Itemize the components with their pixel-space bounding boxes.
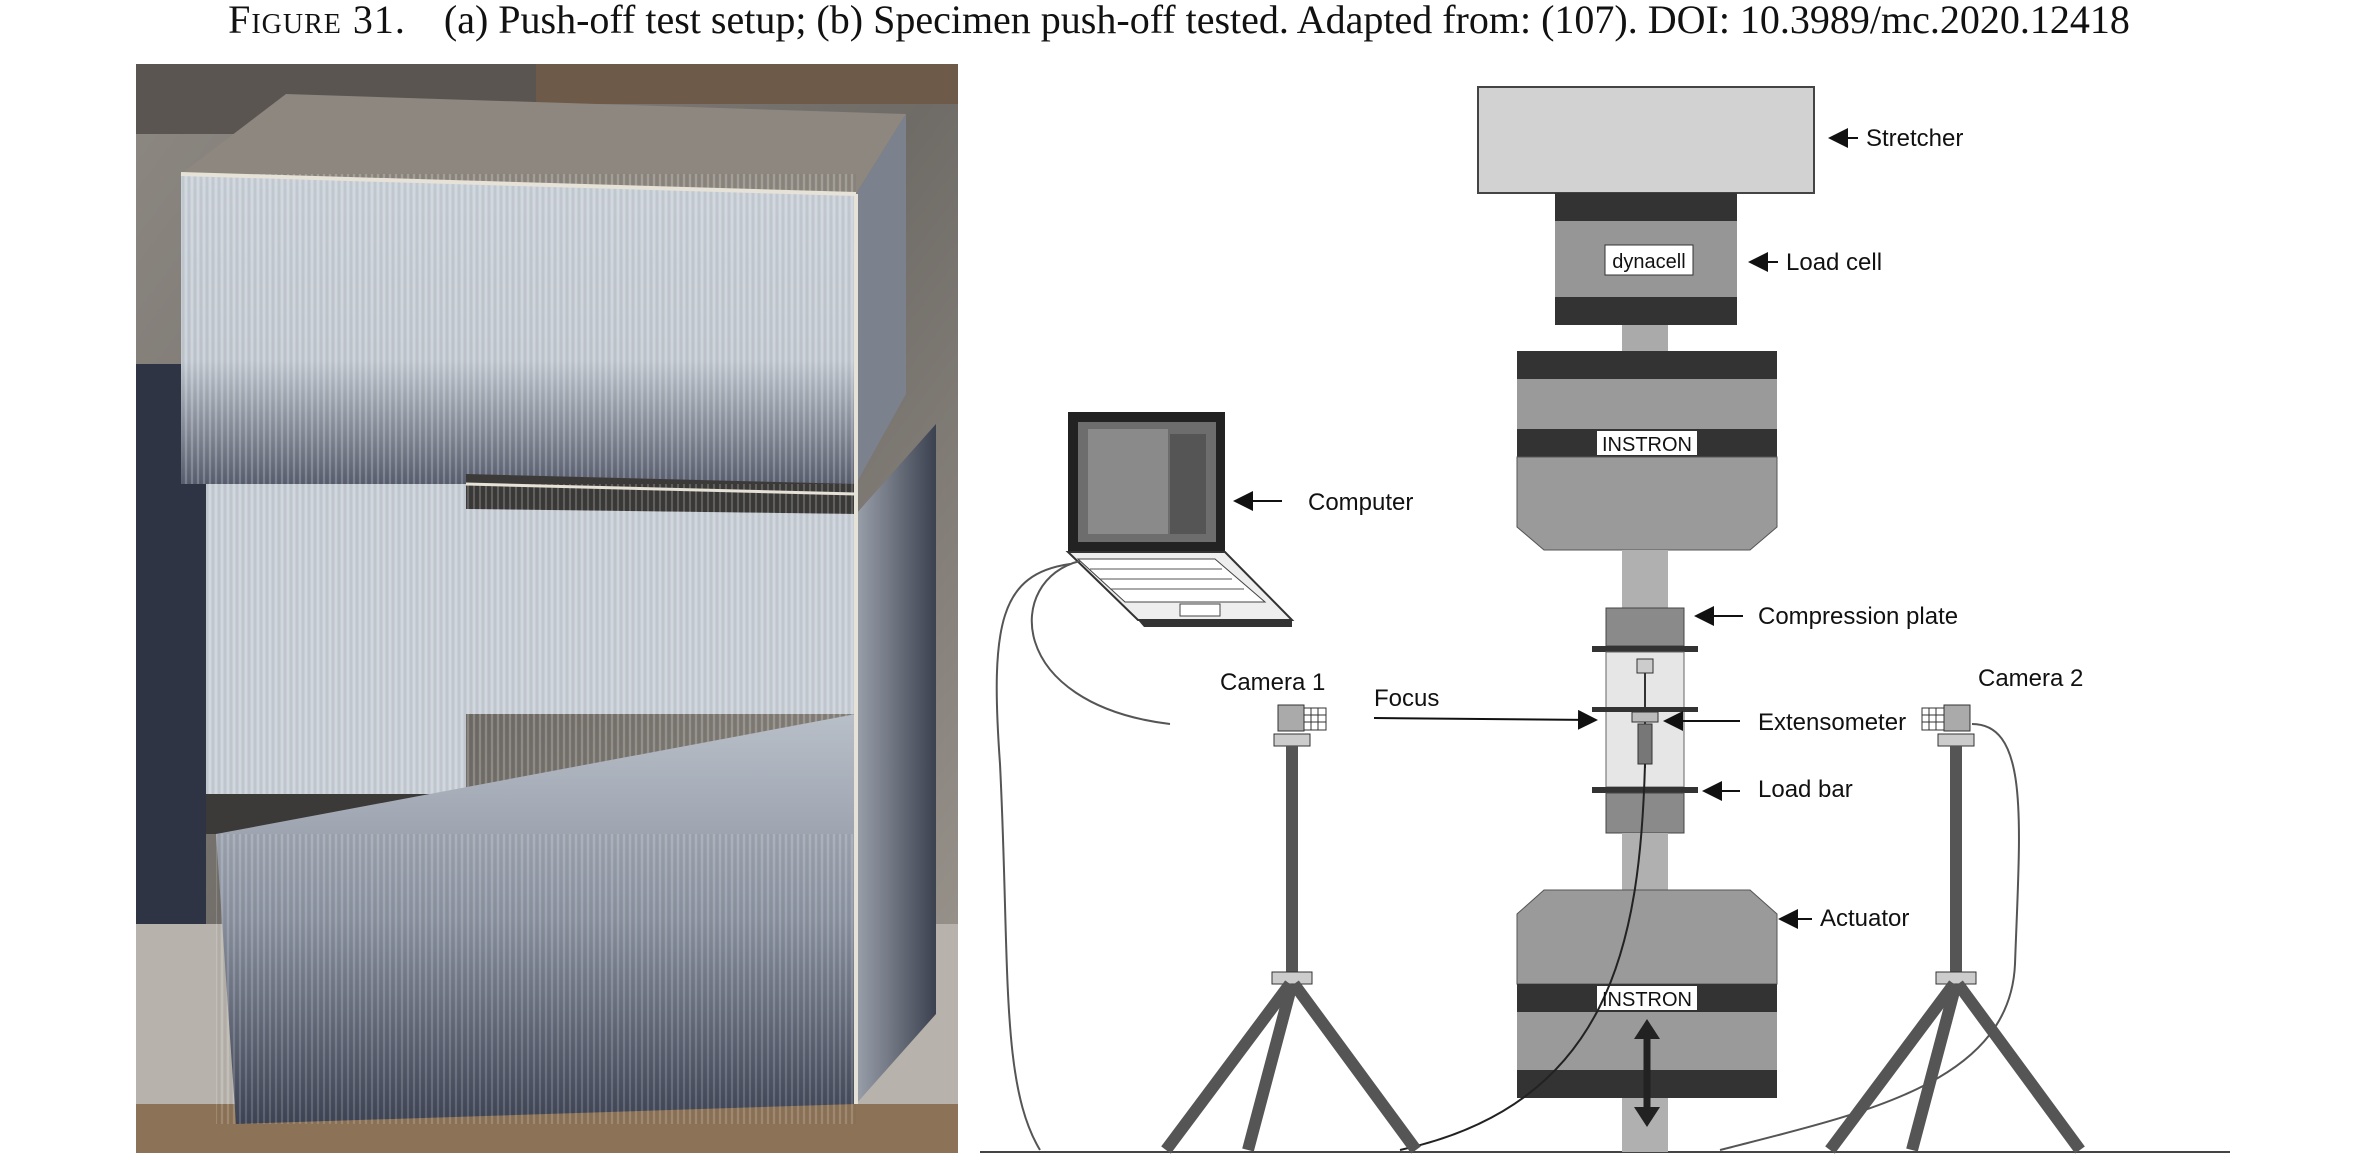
instron-bottom-label-box <box>1597 986 1697 1010</box>
instron-top-text: INSTRON <box>1602 434 1692 456</box>
actuator-label: Actuator <box>1820 905 1909 932</box>
focus-label: Focus <box>1374 685 1439 712</box>
instron-bottom-text: INSTRON <box>1602 989 1692 1011</box>
figure-label: Figure 31. <box>228 0 406 42</box>
computer-label: Computer <box>1308 489 1413 516</box>
shaft-middle <box>1622 550 1668 608</box>
camera-1 <box>1161 704 1421 1154</box>
instron-top-head <box>1516 456 1778 551</box>
computer-laptop <box>1065 412 1295 627</box>
camera-1-label: Camera 1 <box>1220 669 1325 696</box>
extensometer <box>1631 711 1659 723</box>
caption-text: (a) Push-off test setup; (b) Specimen pu… <box>443 0 2130 42</box>
specimen-photo <box>136 64 958 1153</box>
dynacell-label-box <box>1604 244 1694 276</box>
test-setup-diagram: Stretcher Load cell dynacell INSTRON Com… <box>960 64 2358 1155</box>
camera-1-pole <box>1286 746 1298 976</box>
extensometer-label: Extensometer <box>1758 709 1906 736</box>
camera-2-pole <box>1950 746 1962 976</box>
compression-plate <box>1605 607 1685 647</box>
camera-2 <box>1825 704 2085 1154</box>
load-cell-label: Load cell <box>1786 249 1882 276</box>
camera-2-label: Camera 2 <box>1978 665 2083 692</box>
stretcher-label: Stretcher <box>1866 125 1963 152</box>
compression-plate-label: Compression plate <box>1758 603 1958 630</box>
shaft-upper <box>1622 325 1668 351</box>
instron-top-band <box>1517 351 1777 379</box>
actuator <box>1516 889 1778 985</box>
stretcher <box>1477 86 1815 194</box>
load-cell-bottom <box>1555 297 1737 325</box>
figure-caption: Figure 31. (a) Push-off test setup; (b) S… <box>0 0 2358 40</box>
dynacell-text: dynacell <box>1612 251 1685 273</box>
load-cell-top <box>1555 193 1737 221</box>
instron-top-body <box>1517 379 1777 429</box>
load-bar-label: Load bar <box>1758 776 1853 803</box>
instron-top-label-box <box>1597 431 1697 455</box>
